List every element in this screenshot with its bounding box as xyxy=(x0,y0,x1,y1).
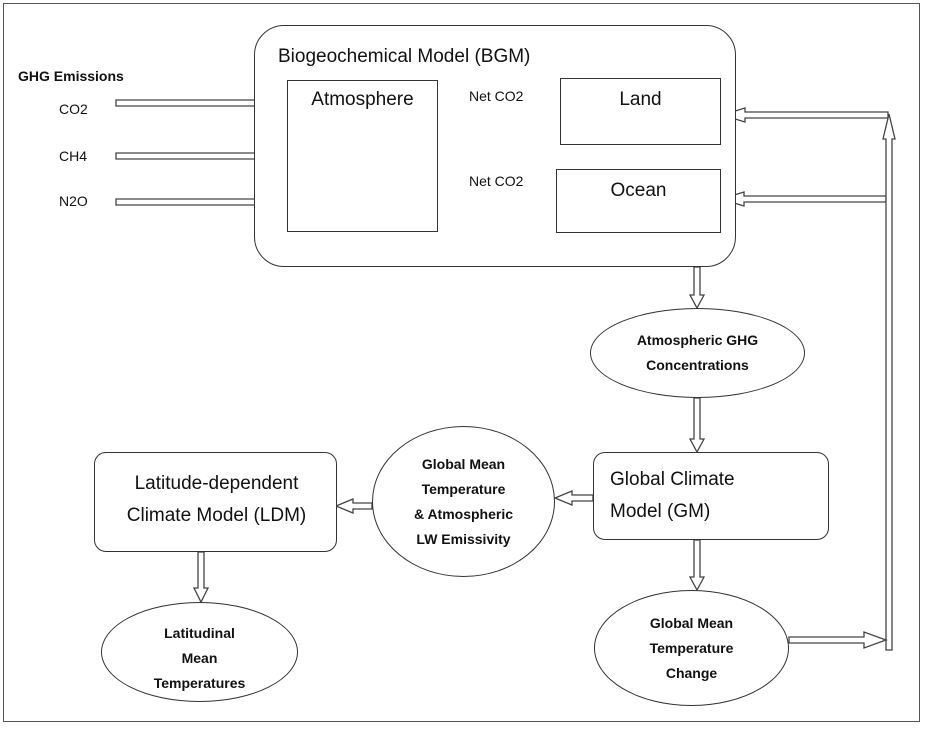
atmosphere-label: Atmosphere xyxy=(311,89,414,110)
gmt-change-line1: Global Mean xyxy=(649,614,734,631)
land-label: Land xyxy=(619,89,662,110)
ldm-line1: Latitude-dependent xyxy=(134,473,299,494)
arrow-bgm-to-ghg xyxy=(688,266,706,310)
ocean-box xyxy=(556,169,721,233)
gmt-change-line3: Change xyxy=(665,664,718,681)
atmosphere-box xyxy=(287,80,438,232)
gmt-lw-line2: Temperature xyxy=(421,480,506,497)
latitudinal-mean-temperatures-ellipse: Latitudinal Mean Temperatures xyxy=(101,602,298,702)
lmt-line2: Mean xyxy=(181,650,218,666)
ldm-line2: Climate Model (LDM) xyxy=(126,505,307,526)
net-co2-ocean-label: Net CO2 xyxy=(469,173,524,189)
gmt-lw-line1: Global Mean xyxy=(421,455,506,472)
arrow-gmt-lw-to-ldm xyxy=(334,498,373,514)
arrow-ghg-to-gm xyxy=(688,397,706,454)
emission-ch4-label: CH4 xyxy=(59,148,88,164)
arrow-gm-to-gmt-lw xyxy=(553,490,594,506)
diagram-frame xyxy=(3,3,920,722)
arrow-gm-to-gmtc xyxy=(688,539,706,592)
atmospheric-ghg-line1: Atmospheric GHG xyxy=(636,332,759,348)
emission-n2o-label: N2O xyxy=(59,193,88,209)
lmt-line3: Temperatures xyxy=(153,675,246,691)
emission-co2-label: CO2 xyxy=(59,101,88,117)
net-co2-land-label: Net CO2 xyxy=(469,88,524,104)
lmt-line1: Latitudinal xyxy=(164,625,235,641)
gm-line1: Global Climate xyxy=(610,469,735,490)
ocean-label: Ocean xyxy=(610,180,667,201)
gmt-lw-emissivity-ellipse: Global Mean Temperature & Atmospheric LW… xyxy=(372,426,555,577)
arrow-feedback-to-ocean xyxy=(718,191,887,207)
arrow-gmtc-to-feedback xyxy=(788,631,888,649)
ghg-emissions-title: GHG Emissions xyxy=(18,68,124,84)
arrow-feedback-to-land xyxy=(719,107,889,123)
atmospheric-ghg-ellipse: Atmospheric GHG Concentrations xyxy=(590,308,805,398)
gmt-change-ellipse: Global Mean Temperature Change xyxy=(594,590,789,706)
global-climate-model-box: Global Climate Model (GM) xyxy=(593,452,829,540)
ldm-box: Latitude-dependent Climate Model (LDM) xyxy=(94,452,337,552)
land-box xyxy=(560,78,721,145)
arrow-ldm-to-lmt xyxy=(192,551,210,604)
bgm-title: Biogeochemical Model (BGM) xyxy=(278,46,531,67)
atmospheric-ghg-line2: Concentrations xyxy=(646,357,749,373)
gmt-change-line2: Temperature xyxy=(649,639,734,656)
gmt-lw-line4: LW Emissivity xyxy=(416,530,511,547)
gmt-lw-line3: & Atmospheric xyxy=(413,505,514,522)
feedback-vertical-line xyxy=(882,113,896,651)
gm-line2: Model (GM) xyxy=(610,501,711,522)
